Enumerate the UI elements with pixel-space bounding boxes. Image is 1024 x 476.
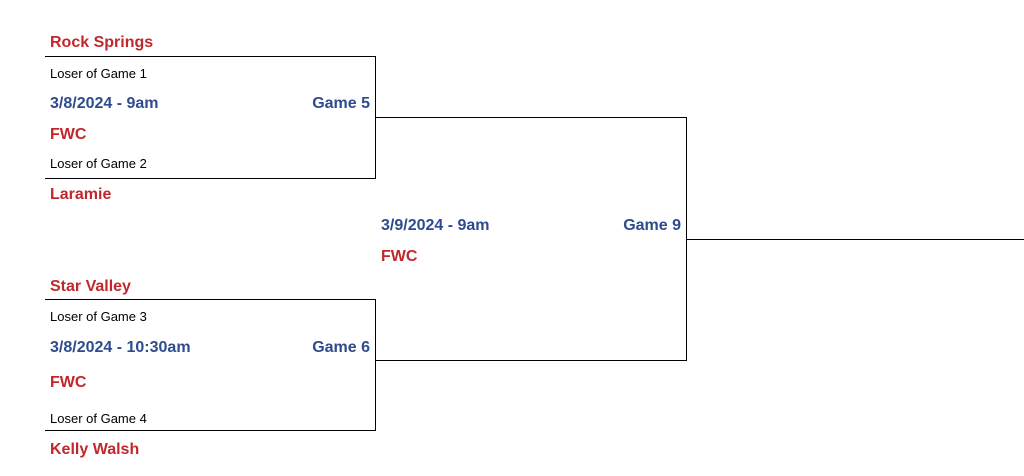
game5-connector — [375, 117, 687, 118]
game9-output-line — [686, 239, 1024, 240]
team-kelly-walsh: Kelly Walsh — [50, 441, 140, 458]
game5-slot-top: Loser of Game 1 — [50, 66, 147, 81]
game5-bottom-line — [45, 178, 376, 179]
game6-date: 3/8/2024 - 10:30am — [50, 339, 191, 356]
game6-right-line — [375, 299, 376, 431]
game5-location: FWC — [50, 126, 87, 143]
game9-label: Game 9 — [623, 217, 681, 234]
game6-slot-bottom: Loser of Game 4 — [50, 411, 147, 426]
game6-top-line — [45, 299, 376, 300]
game9-date: 3/9/2024 - 9am — [381, 217, 490, 234]
game5-slot-bottom: Loser of Game 2 — [50, 156, 147, 171]
game5-date: 3/8/2024 - 9am — [50, 95, 159, 112]
game6-bottom-line — [45, 430, 376, 431]
team-rock-springs: Rock Springs — [50, 34, 154, 51]
game6-location: FWC — [50, 374, 87, 391]
game5-label: Game 5 — [312, 95, 370, 112]
game6-label: Game 6 — [312, 339, 370, 356]
game6-connector — [375, 360, 687, 361]
team-star-valley: Star Valley — [50, 278, 131, 295]
game6-slot-top: Loser of Game 3 — [50, 309, 147, 324]
game9-location: FWC — [381, 248, 418, 265]
game5-top-line — [45, 56, 376, 57]
team-laramie: Laramie — [50, 186, 112, 203]
